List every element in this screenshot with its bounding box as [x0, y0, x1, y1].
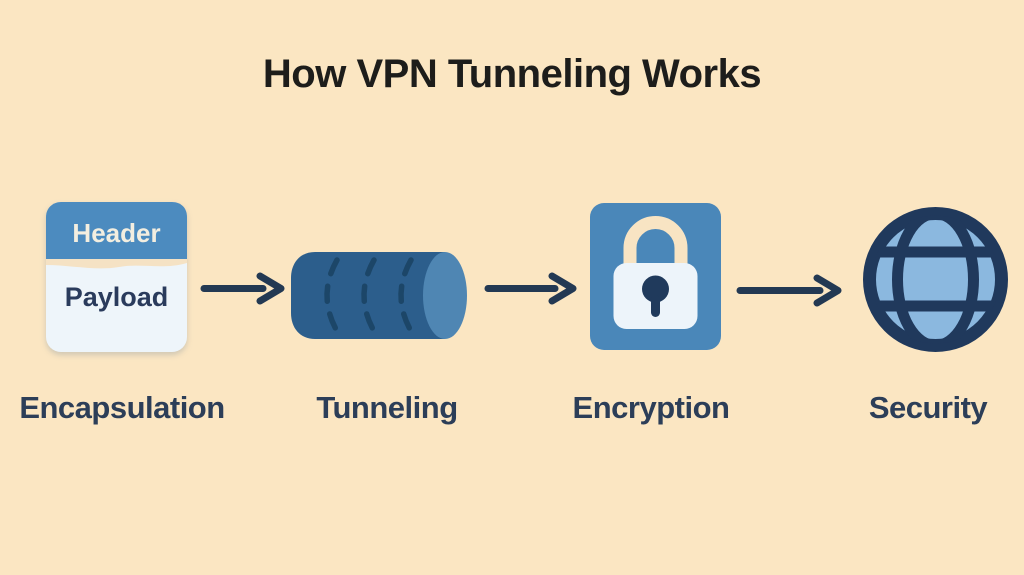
- step-label-encryption: Encryption: [572, 390, 730, 425]
- packet-header-label: Header: [72, 218, 160, 248]
- cylinder-rings: [324, 257, 414, 334]
- padlock-shackle: [623, 216, 688, 269]
- globe-gridlines: [871, 215, 1000, 344]
- padlock-glyph: [613, 216, 698, 329]
- tunnel-cylinder-icon: [291, 252, 467, 339]
- globe-icon: [863, 207, 1008, 352]
- page-title: How VPN Tunneling Works: [262, 52, 762, 96]
- step-label-security: Security: [868, 390, 988, 425]
- flow-arrow-icon: [200, 272, 285, 305]
- cylinder-body: [291, 252, 445, 339]
- packet-torn-edge: [46, 259, 187, 269]
- packet-header-panel: [46, 202, 187, 259]
- cylinder-end-cap: [423, 252, 467, 339]
- step-label-tunneling: Tunneling: [316, 390, 458, 425]
- flow-arrow-icon: [484, 272, 577, 305]
- step-label-encapsulation: Encapsulation: [19, 390, 225, 425]
- padlock-keyhole: [642, 275, 669, 317]
- globe-sphere: [863, 207, 1008, 352]
- packet-icon: Header Payload: [46, 202, 187, 352]
- flow-arrow-icon: [736, 274, 842, 307]
- packet-payload-label: Payload: [65, 282, 169, 312]
- padlock-icon: [590, 203, 721, 350]
